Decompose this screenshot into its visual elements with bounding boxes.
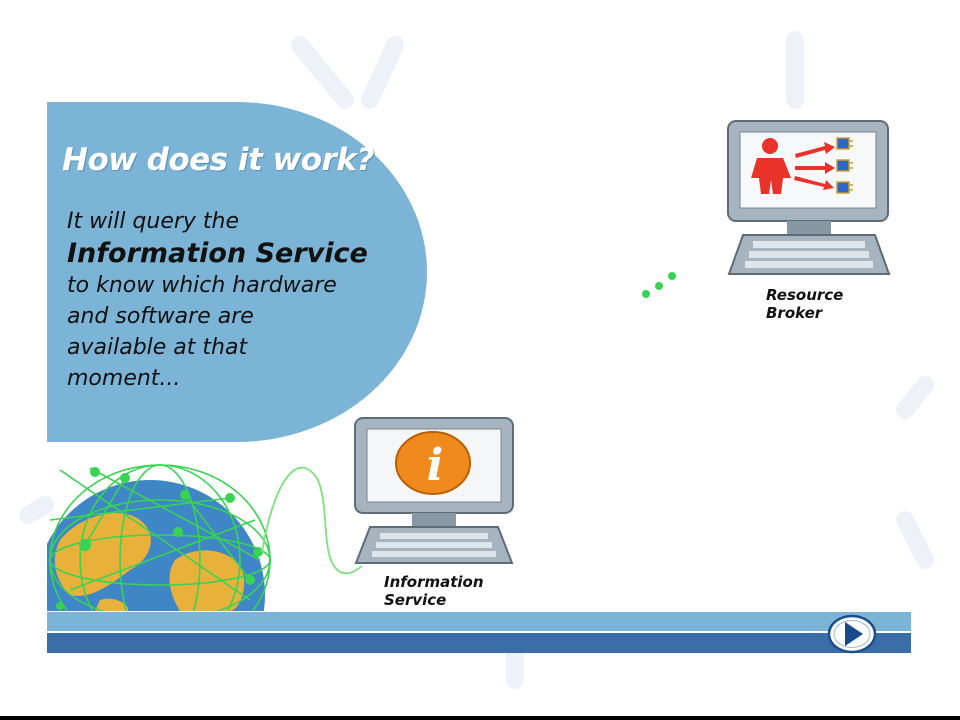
next-slide-button[interactable] [827, 614, 877, 654]
body-line: moment... [67, 366, 181, 391]
person-dispatch-icon [751, 137, 853, 194]
body-line: to know which hardware [67, 273, 337, 298]
resource-broker-label: Resource Broker [766, 286, 843, 322]
label-line: Service [384, 591, 447, 609]
slide-title: How does it work? [62, 142, 375, 178]
body-line-emphasis: Information Service [67, 238, 368, 269]
body-line: available at that [67, 335, 248, 360]
information-icon: i [395, 431, 471, 495]
label-line: Information [384, 573, 484, 591]
navigation-bar [47, 612, 911, 653]
information-service-label: Information Service [384, 573, 484, 609]
speech-bubble [47, 102, 427, 442]
information-icon-glyph: i [427, 440, 444, 491]
body-line: It will query the [67, 209, 240, 234]
play-next-icon [827, 614, 877, 654]
body-line: and software are [67, 304, 254, 329]
slide-body: It will query the Information Service to… [67, 206, 417, 394]
label-line: Resource [766, 286, 844, 304]
bottom-border [0, 716, 960, 720]
label-line: Broker [766, 304, 823, 322]
